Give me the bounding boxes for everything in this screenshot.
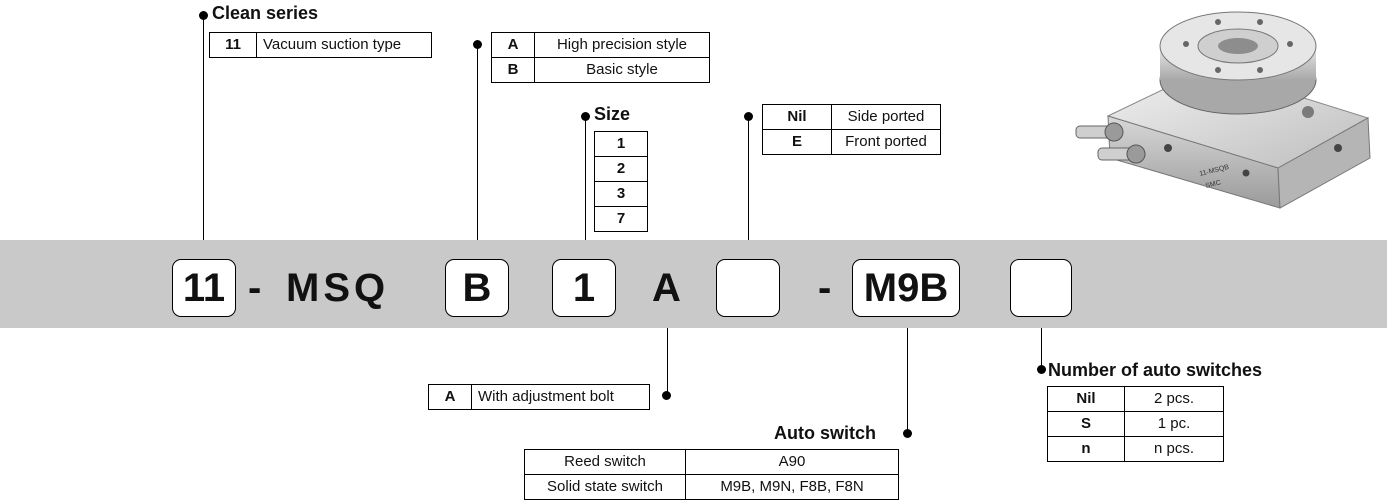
table-row: A High precision style	[491, 32, 710, 58]
bullet-size	[581, 112, 590, 121]
switch-type: Solid state switch	[524, 474, 686, 500]
table-row: 11 Vacuum suction type	[209, 32, 432, 58]
switch-models: A90	[685, 449, 899, 475]
table-row: Nil Side ported	[762, 104, 941, 130]
auto-switch-table: Reed switch A90 Solid state switch M9B, …	[524, 449, 899, 500]
size-value: 3	[594, 181, 648, 207]
num-switches-code: Nil	[1047, 386, 1125, 412]
size-table: 1 2 3 7	[594, 131, 648, 232]
table-row: S 1 pc.	[1047, 411, 1224, 437]
style-desc: High precision style	[534, 32, 710, 58]
code-auto-switch: M9B	[852, 259, 960, 317]
style-desc: Basic style	[534, 57, 710, 83]
num-switches-code: S	[1047, 411, 1125, 437]
bullet-style	[473, 40, 482, 49]
style-table: A High precision style B Basic style	[491, 32, 710, 83]
port-desc: Side ported	[831, 104, 941, 130]
leader-adjust	[667, 317, 668, 396]
table-row: 2	[594, 156, 648, 182]
switch-type: Reed switch	[524, 449, 686, 475]
clean-series-desc: Vacuum suction type	[256, 32, 432, 58]
product-photo: 11-MSQB SMC	[1075, 11, 1371, 209]
style-code: A	[491, 32, 535, 58]
code-base-model: MSQ	[286, 265, 390, 310]
clean-series-title: Clean series	[212, 3, 319, 23]
table-row: 7	[594, 206, 648, 232]
size-value: 1	[594, 131, 648, 157]
leader-clean-series	[203, 15, 204, 260]
clean-series-code: 11	[209, 32, 257, 58]
adjust-desc: With adjustment bolt	[471, 384, 650, 410]
table-row: Reed switch A90	[524, 449, 899, 475]
code-style: B	[445, 259, 509, 317]
bullet-num-switches	[1037, 365, 1046, 374]
adjust-code: A	[428, 384, 472, 410]
code-num-switches	[1010, 259, 1072, 317]
bullet-adjust	[662, 391, 671, 400]
table-row: A With adjustment bolt	[428, 384, 650, 410]
num-switches-code: n	[1047, 436, 1125, 462]
num-switches-table: Nil 2 pcs. S 1 pc. n n pcs.	[1047, 386, 1224, 462]
leader-style	[477, 44, 478, 260]
num-switches-desc: n pcs.	[1124, 436, 1224, 462]
size-value: 7	[594, 206, 648, 232]
bullet-port	[744, 112, 753, 121]
port-code: Nil	[762, 104, 832, 130]
num-switches-desc: 2 pcs.	[1124, 386, 1224, 412]
code-separator: -	[248, 265, 266, 310]
bullet-auto-switch	[903, 429, 912, 438]
table-row: Nil 2 pcs.	[1047, 386, 1224, 412]
code-separator: -	[818, 265, 836, 310]
size-value: 2	[594, 156, 648, 182]
table-row: 1	[594, 131, 648, 157]
port-table: Nil Side ported E Front ported	[762, 104, 941, 155]
auto-switch-title: Auto switch	[774, 423, 876, 443]
svg-text:SMC: SMC	[1205, 179, 1222, 190]
table-row: Solid state switch M9B, M9N, F8B, F8N	[524, 474, 899, 500]
num-switches-title: Number of auto switches	[1048, 360, 1263, 380]
clean-series-table: 11 Vacuum suction type	[209, 32, 432, 58]
table-row: n n pcs.	[1047, 436, 1224, 462]
num-switches-desc: 1 pc.	[1124, 411, 1224, 437]
leader-auto-switch	[907, 317, 908, 435]
table-row: 3	[594, 181, 648, 207]
code-adjustment: A	[652, 265, 681, 310]
style-code: B	[491, 57, 535, 83]
port-code: E	[762, 129, 832, 155]
code-clean-series: 11	[172, 259, 236, 317]
table-row: B Basic style	[491, 57, 710, 83]
leader-size	[585, 116, 586, 260]
code-size: 1	[552, 259, 616, 317]
table-row: E Front ported	[762, 129, 941, 155]
leader-port	[748, 116, 749, 260]
size-title: Size	[594, 104, 631, 124]
bullet-clean-series	[199, 11, 208, 20]
leader-num-switches	[1041, 317, 1042, 370]
adjust-table: A With adjustment bolt	[428, 384, 650, 410]
code-port	[716, 259, 780, 317]
port-desc: Front ported	[831, 129, 941, 155]
switch-models: M9B, M9N, F8B, F8N	[685, 474, 899, 500]
